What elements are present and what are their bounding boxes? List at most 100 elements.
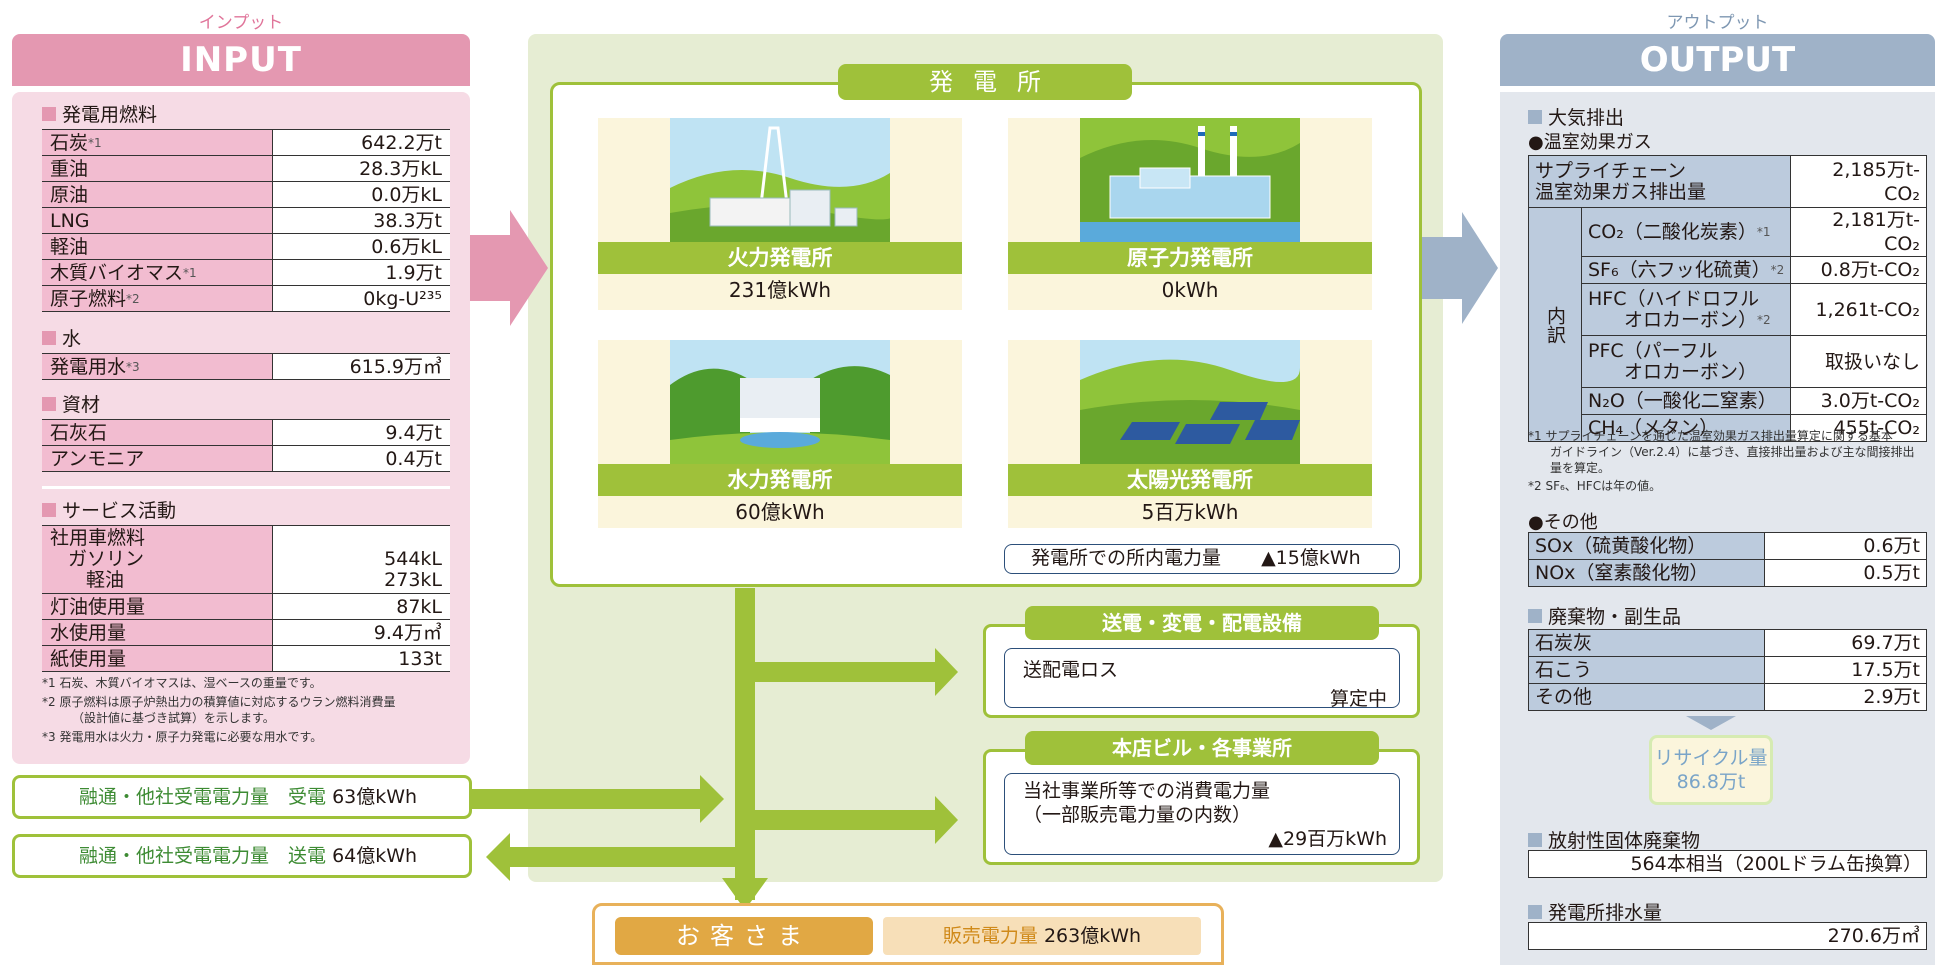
- office-line-1: 当社事業所等での消費電力量: [1023, 780, 1271, 802]
- table-row: N₂O（一酸化二窒素）3.0万t-CO₂: [1529, 387, 1927, 415]
- grid-title: 送電・変電・配電設備: [1025, 606, 1379, 640]
- sales-box: 販売電力量 263億kWh: [883, 917, 1201, 955]
- output-header: OUTPUT: [1500, 34, 1935, 86]
- radio-value: 564本相当（200Lドラム缶換算）: [1528, 850, 1927, 878]
- thermal-plant-illustration: [670, 118, 890, 242]
- trunk-line: [735, 588, 755, 900]
- solar-plant-card: 太陽光発電所 5百万kWh: [1008, 340, 1372, 528]
- internal-power-box: 発電所での所内電力量 ▲15億kWh: [1004, 544, 1400, 574]
- recycle-box: リサイクル量 86.8万t: [1649, 735, 1773, 805]
- square-bullet-icon: [42, 502, 56, 517]
- send-label: 融通・他社受電電力量 送電: [79, 845, 327, 867]
- receive-arrow-icon: [472, 775, 724, 823]
- output-arrow-icon: [1422, 212, 1498, 324]
- input-notes: *1 石炭、木質バイオマスは、湿ベースの重量です。 *2 原子燃料は原子炉熱出力…: [42, 676, 396, 744]
- hydro-plant-value: 60億kWh: [735, 500, 825, 524]
- water-heading: 水: [62, 328, 82, 350]
- customer-title: お客さま: [615, 917, 873, 955]
- air-heading: 大気排出: [1528, 103, 1624, 130]
- table-row: CH₄（メタン）455t-CO₂: [1529, 414, 1927, 442]
- solar-plant-name: 太陽光発電所: [1008, 464, 1372, 496]
- drain-heading: 発電所排水量: [1528, 898, 1662, 925]
- input-header: INPUT: [12, 34, 470, 86]
- receive-label: 融通・他社受電電力量 受電: [79, 786, 327, 808]
- other-table: SOx（硫黄酸化物）0.6万t NOx（窒素酸化物）0.5万t: [1528, 532, 1927, 587]
- grid-loss-value: 算定中: [1329, 688, 1387, 710]
- nuclear-plant-name: 原子力発電所: [1008, 242, 1372, 274]
- thermal-plant-name: 火力発電所: [598, 242, 962, 274]
- nuclear-plant-card: 原子力発電所 0kWh: [1008, 118, 1372, 310]
- square-bullet-icon: [42, 396, 56, 411]
- radio-heading: 放射性固体廃棄物: [1528, 826, 1700, 853]
- service-heading: サービス活動: [62, 500, 177, 522]
- sales-label: 販売電力量: [942, 925, 1038, 947]
- square-bullet-icon: [1528, 608, 1542, 623]
- down-arrow-icon: [722, 878, 768, 910]
- grid-arrow-icon: [755, 648, 958, 696]
- hydro-plant-name: 水力発電所: [598, 464, 962, 496]
- other-heading: ●その他: [1528, 512, 1598, 533]
- thermal-plant-card: 火力発電所 231億kWh: [598, 118, 962, 310]
- receive-value: 63億kWh: [332, 786, 418, 808]
- internal-power-label: 発電所での所内電力量: [1031, 547, 1222, 569]
- hydro-plant-illustration: [670, 340, 890, 464]
- ghg-notes: *1 サプライチェーンを通じた温室効果ガス排出量算定に関する基本 ガイドライン（…: [1528, 429, 1915, 493]
- output-subtitle: アウトプット: [1666, 13, 1769, 33]
- square-bullet-icon: [1528, 832, 1542, 847]
- office-arrow-icon: [755, 796, 958, 844]
- square-bullet-icon: [42, 106, 56, 121]
- table-row: SOx（硫黄酸化物）0.6万t: [1528, 532, 1927, 560]
- grid-loss-label: 送配電ロス: [1023, 659, 1119, 681]
- power-plant-title: 発電所: [838, 64, 1132, 100]
- office-line-2: （一部販売電力量の内数）: [1023, 804, 1252, 826]
- office-title: 本店ビル・各事業所: [1025, 731, 1379, 765]
- recycle-label: リサイクル量: [1654, 747, 1768, 769]
- hydro-plant-card: 水力発電所 60億kWh: [598, 340, 962, 528]
- table-row: NOx（窒素酸化物）0.5万t: [1528, 559, 1927, 587]
- input-subtitle: インプット: [198, 13, 284, 33]
- office-consumption-box: 当社事業所等での消費電力量 （一部販売電力量の内数） ▲29百万kWh: [1004, 773, 1400, 855]
- thermal-plant-value: 231億kWh: [728, 278, 832, 302]
- square-bullet-icon: [1528, 904, 1542, 919]
- waste-heading: 廃棄物・副生品: [1528, 602, 1681, 629]
- office-value: ▲29百万kWh: [1268, 828, 1387, 850]
- send-arrow-icon: [486, 833, 735, 881]
- drain-value: 270.6万㎥: [1528, 922, 1927, 950]
- grid-loss-box: 送配電ロス 算定中: [1004, 648, 1400, 710]
- recycle-value: 86.8万t: [1676, 771, 1746, 793]
- divider: [42, 486, 450, 489]
- nuclear-plant-illustration: [1080, 118, 1300, 242]
- input-arrow-icon: [470, 210, 548, 326]
- solar-plant-illustration: [1080, 340, 1300, 464]
- internal-power-value: ▲15億kWh: [1261, 547, 1361, 569]
